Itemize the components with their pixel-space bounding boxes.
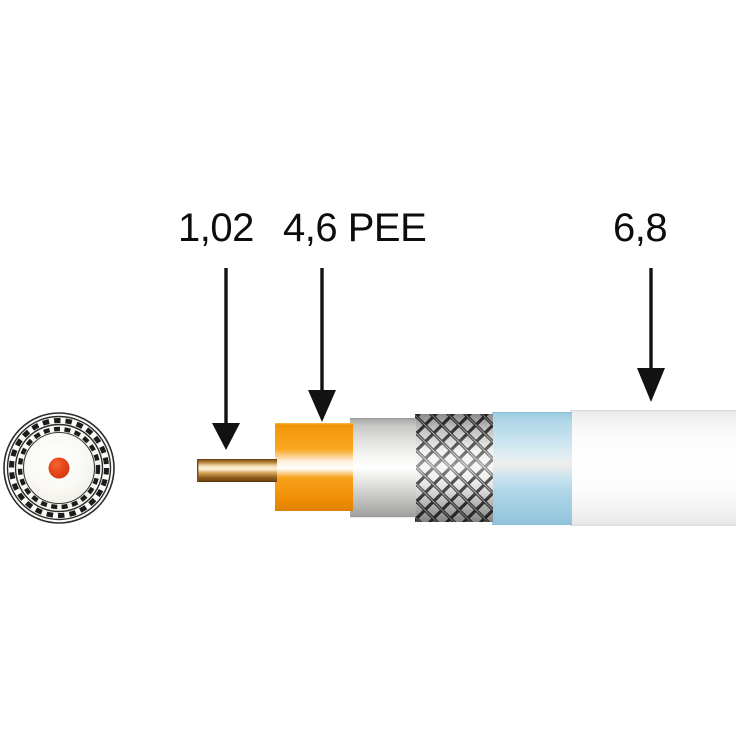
braid-ring-inner	[17, 426, 101, 510]
label-inner-conductor: 1,02	[178, 206, 254, 250]
cross-section-view	[3, 412, 115, 524]
pe-foam-dielectric	[275, 423, 353, 511]
copper-inner-conductor	[197, 459, 277, 482]
label-outer-jacket: 6,8	[613, 206, 668, 250]
arrow-inner-conductor	[212, 268, 240, 450]
blue-foil-layer	[492, 412, 572, 525]
arrow-dielectric	[308, 268, 336, 422]
label-dielectric: 4,6 PEE	[283, 206, 427, 250]
copper-braid-shield	[415, 414, 493, 522]
inner-conductor-dot	[48, 457, 70, 479]
aluminium-foil-shield	[350, 418, 416, 518]
braid-ring-outer	[9, 418, 109, 518]
arrow-outer-jacket	[637, 268, 665, 402]
white-pvc-outer-jacket	[570, 410, 736, 526]
annotation-arrows	[212, 268, 665, 450]
